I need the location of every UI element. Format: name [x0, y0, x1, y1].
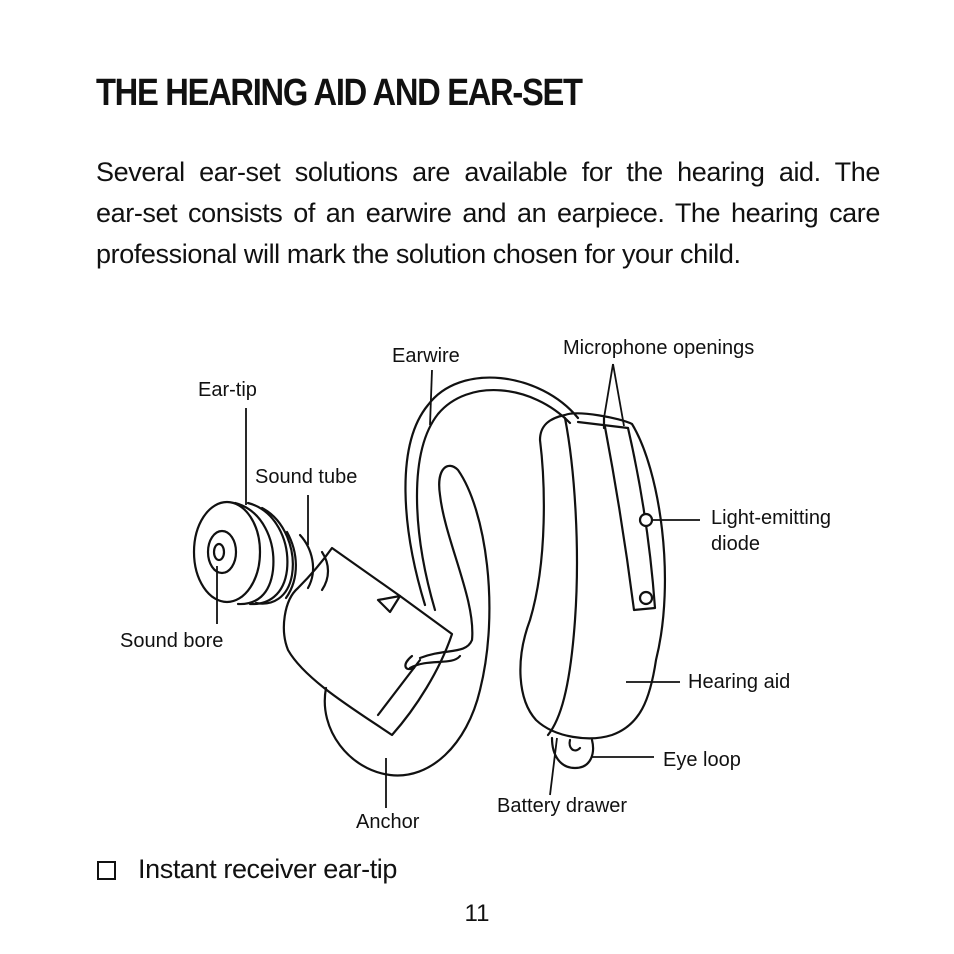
ear-tip-drawing [192, 500, 294, 606]
option-label: Instant receiver ear-tip [138, 854, 398, 884]
label-light-emitting-diode: Light-emitting [711, 507, 831, 529]
label-battery-drawer: Battery drawer [497, 795, 627, 817]
microphone-leader-line [612, 363, 625, 427]
receiver-housing-drawing [282, 546, 454, 737]
intro-line: ear-set consists of an earwire and an ea… [96, 198, 880, 228]
intro-line: professional will mark the solution chos… [96, 239, 741, 269]
label-sound-bore: Sound bore [120, 630, 223, 652]
page-number: 11 [464, 900, 490, 927]
label-eye-loop: Eye loop [663, 749, 741, 771]
option-checkbox[interactable] [97, 861, 116, 880]
page-title: THE HEARING AID AND EAR-SET [96, 72, 583, 114]
sound-tube-drawing [284, 530, 330, 600]
label-earwire: Earwire [392, 345, 460, 367]
label-hearing-aid: Hearing aid [688, 671, 790, 693]
label-microphone-openings: Microphone openings [563, 337, 754, 359]
intro-paragraph: Several ear-set solutions are available … [96, 152, 880, 275]
earwire-drawing [404, 376, 580, 612]
label-sound-tube: Sound tube [255, 466, 357, 488]
label-anchor: Anchor [356, 811, 420, 833]
eye-loop-drawing [550, 736, 595, 770]
label-light-emitting-diode-line2: diode [711, 533, 760, 555]
intro-line: Several ear-set solutions are available … [96, 157, 880, 187]
earwire-leader-line [429, 369, 433, 426]
label-ear-tip: Ear-tip [198, 379, 257, 401]
battery-drawer-leader-line [549, 737, 558, 796]
microphone-leader-line [603, 363, 614, 419]
hearing-aid-body-drawing [519, 412, 667, 740]
